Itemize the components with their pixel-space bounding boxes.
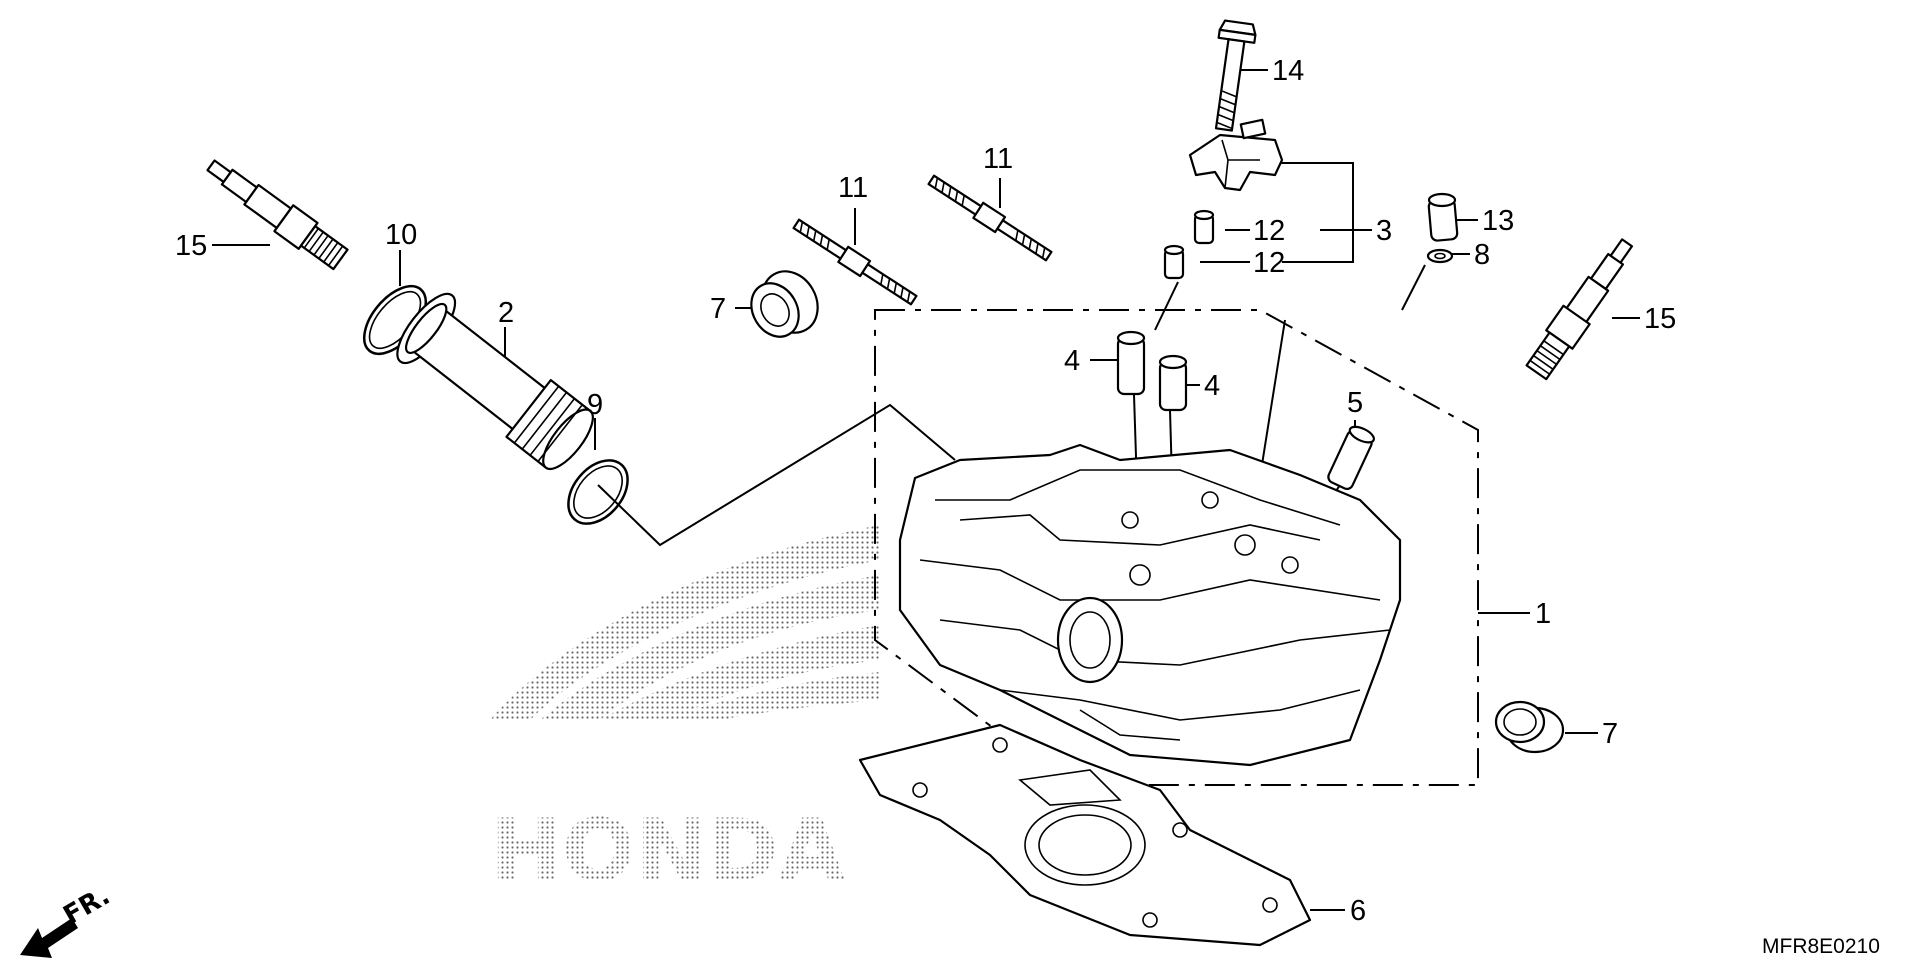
valve-guide-4-right: [1158, 354, 1188, 412]
cylinder-head: [898, 443, 1402, 767]
callout-4-right: 4: [1204, 370, 1220, 402]
honda-watermark-text: HONDA: [490, 801, 845, 901]
diagram-code: MFR8E0210: [1762, 935, 1880, 958]
callout-2: 2: [498, 297, 514, 329]
callout-9: 9: [587, 389, 603, 421]
callout-7-top: 7: [710, 293, 726, 325]
sealing-plug-7-top: [750, 270, 819, 338]
callout-7-right: 7: [1602, 718, 1618, 750]
callout-3: 3: [1376, 215, 1392, 247]
head-gasket: [858, 723, 1312, 947]
callout-1: 1: [1535, 598, 1551, 630]
stud-bolt-11-right: [927, 174, 1053, 262]
front-direction-indicator: FR.: [20, 881, 115, 958]
collar-13: [1427, 192, 1459, 242]
sealing-plug-7-right: [1494, 700, 1565, 754]
callout-10: 10: [385, 219, 417, 251]
o-ring-9: [567, 459, 629, 525]
callout-11-left: 11: [838, 172, 868, 204]
washer-8: [1426, 248, 1454, 264]
stud-bolt-11-left: [792, 218, 918, 306]
spark-plug-tube: [396, 292, 594, 471]
cam-holder-bracket: [1188, 118, 1284, 192]
flange-bolt-14: [1214, 19, 1257, 132]
honda-wing-watermark: [490, 525, 880, 720]
callout-13: 13: [1482, 205, 1514, 237]
spark-plug-left: [206, 159, 349, 271]
valve-guide-5: [1327, 425, 1375, 490]
callout-8: 8: [1474, 239, 1490, 271]
callout-12-lower: 12: [1253, 247, 1285, 279]
callout-15-right: 15: [1644, 303, 1676, 335]
callout-12-upper: 12: [1253, 215, 1285, 247]
callout-5: 5: [1347, 387, 1363, 419]
callout-4-left: 4: [1064, 345, 1080, 377]
valve-guide-4-left: [1116, 330, 1146, 396]
spark-plug-right: [1525, 238, 1634, 381]
callout-6: 6: [1350, 895, 1366, 927]
callout-15-left: 15: [175, 230, 207, 262]
assembly-outline: [874, 309, 1479, 786]
callout-labels: 15 10 2 9 7 11 11 14 12 12 3 13 8 15 4 4…: [175, 55, 1676, 927]
callout-14: 14: [1272, 55, 1304, 87]
callout-11-right: 11: [983, 143, 1013, 175]
